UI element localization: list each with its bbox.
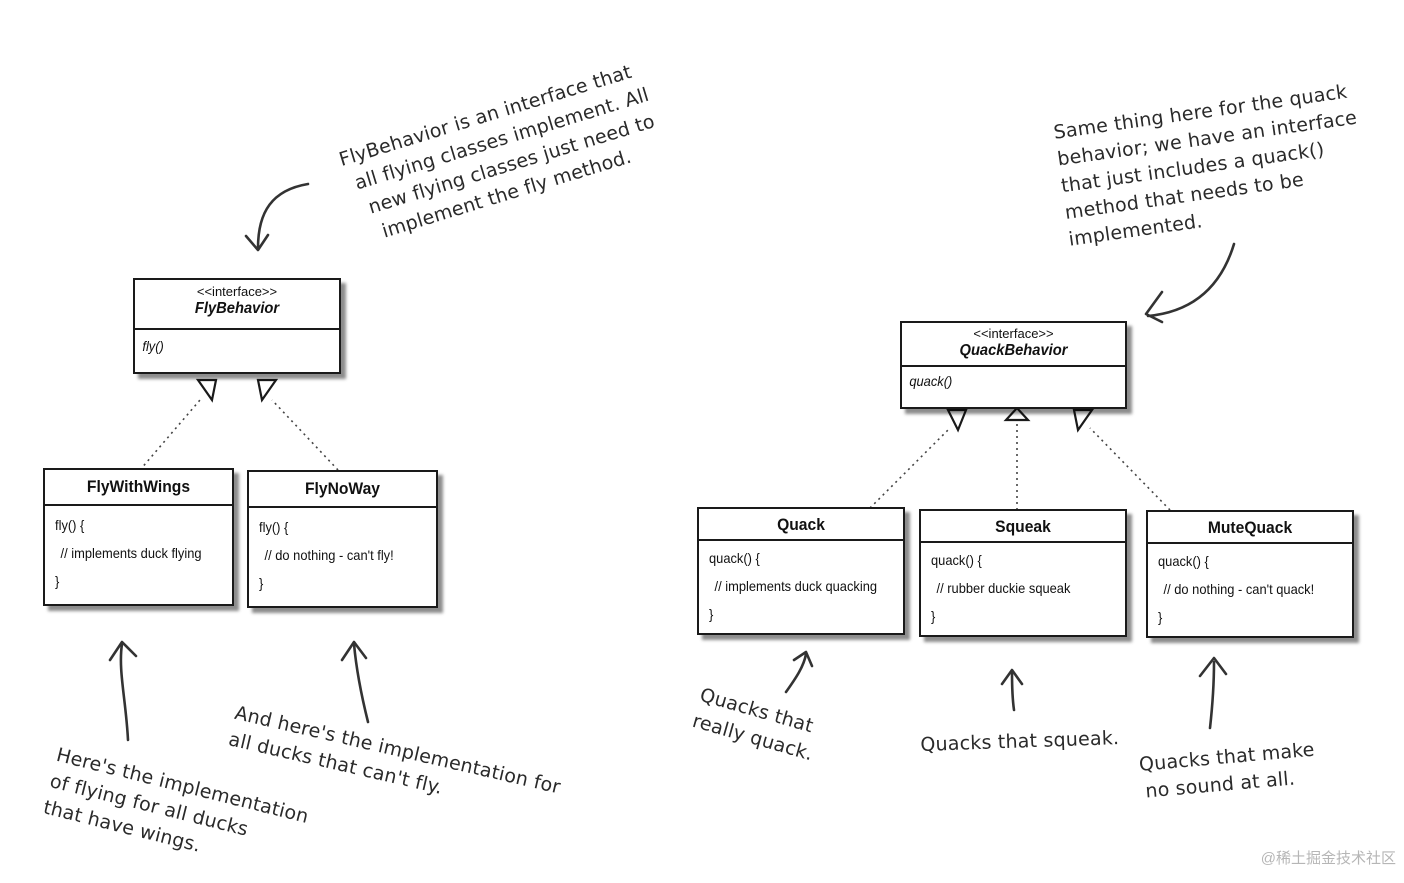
- watermark: @稀土掘金技术社区: [1260, 850, 1396, 867]
- arrow-icon: [1146, 242, 1236, 318]
- class-header: FlyNoWay: [249, 472, 436, 508]
- class-flywithwings: FlyWithWings fly() { // implements duck …: [43, 468, 234, 606]
- arrow-icon: [784, 652, 808, 694]
- triangle-icon: [1072, 408, 1095, 433]
- class-header: Quack: [699, 509, 903, 541]
- class-name: MuteQuack: [1207, 518, 1293, 537]
- flybehavior-interface: <<interface>> FlyBehavior fly(): [133, 278, 341, 374]
- class-header: MuteQuack: [1148, 512, 1352, 544]
- class-name: FlyNoWay: [304, 479, 381, 498]
- class-name: Squeak: [995, 517, 1051, 536]
- code-line: // implements duck flying: [60, 545, 202, 561]
- interface-name: QuackBehavior: [959, 342, 1068, 359]
- class-header: Squeak: [921, 511, 1125, 543]
- realization-line-quack: [869, 427, 951, 509]
- quackbehavior-interface: <<interface>> QuackBehavior quack(): [900, 321, 1127, 409]
- class-body: quack() { // rubber duckie squeak }: [921, 543, 1125, 635]
- interface-method: quack(): [909, 373, 953, 389]
- interface-method: fly(): [142, 338, 164, 354]
- arrow-icon: [352, 642, 370, 724]
- code-line: fly() {: [55, 517, 85, 533]
- class-body: fly() { // implements duck flying }: [45, 506, 232, 600]
- triangle-icon: [256, 378, 279, 403]
- realization-line-flywithwings: [139, 399, 201, 471]
- realization-line-mutequack: [1089, 427, 1171, 511]
- interface-stereotype: <<interface>>: [973, 326, 1054, 341]
- realization-line-flynoway: [271, 399, 339, 471]
- inheritance-triangles: [195, 378, 1095, 433]
- arrow-icon: [340, 640, 368, 662]
- code-line: }: [1158, 609, 1163, 625]
- code-line: }: [55, 573, 60, 589]
- code-line: }: [931, 608, 936, 624]
- class-name: Quack: [777, 515, 825, 534]
- code-line: // do nothing - can't fly!: [264, 547, 394, 563]
- code-line: quack() {: [709, 550, 760, 566]
- arrow-icon: [1144, 290, 1164, 324]
- realization-lines: [139, 399, 1171, 511]
- class-body: fly() { // do nothing - can't fly! }: [249, 508, 436, 602]
- code-line: }: [709, 606, 714, 622]
- class-name: FlyWithWings: [86, 477, 191, 496]
- interface-name: FlyBehavior: [194, 300, 280, 317]
- annotation-arrows: [108, 182, 1236, 742]
- arrow-icon: [244, 233, 270, 252]
- arrow-icon: [256, 182, 310, 250]
- triangle-icon: [195, 378, 218, 403]
- arrow-icon: [1208, 660, 1216, 730]
- interface-header: <<interface>> FlyBehavior: [135, 280, 339, 330]
- code-line: // rubber duckie squeak: [936, 580, 1071, 596]
- arrow-icon: [119, 642, 130, 742]
- code-line: // do nothing - can't quack!: [1163, 581, 1315, 597]
- arrow-icon: [108, 640, 138, 662]
- class-quack: Quack quack() { // implements duck quack…: [697, 507, 905, 635]
- class-body: quack() { // do nothing - can't quack! }: [1148, 544, 1352, 636]
- class-body: quack() { // implements duck quacking }: [699, 541, 903, 633]
- class-squeak: Squeak quack() { // rubber duckie squeak…: [919, 509, 1127, 637]
- arrow-icon: [1000, 668, 1024, 686]
- code-line: }: [259, 575, 264, 591]
- code-line: fly() {: [259, 519, 289, 535]
- code-line: quack() {: [931, 552, 982, 568]
- interface-stereotype: <<interface>>: [196, 284, 278, 299]
- code-line: // implements duck quacking: [714, 578, 878, 594]
- arrow-icon: [792, 650, 814, 668]
- arrow-icon: [1198, 656, 1228, 678]
- class-header: FlyWithWings: [45, 470, 232, 506]
- interface-header: <<interface>> QuackBehavior: [902, 323, 1125, 367]
- arrow-icon: [1010, 670, 1016, 712]
- code-line: quack() {: [1158, 553, 1209, 569]
- triangle-icon: [1003, 406, 1031, 422]
- triangle-icon: [946, 408, 968, 433]
- class-flynoway: FlyNoWay fly() { // do nothing - can't f…: [247, 470, 438, 608]
- class-mutequack: MuteQuack quack() { // do nothing - can'…: [1146, 510, 1354, 638]
